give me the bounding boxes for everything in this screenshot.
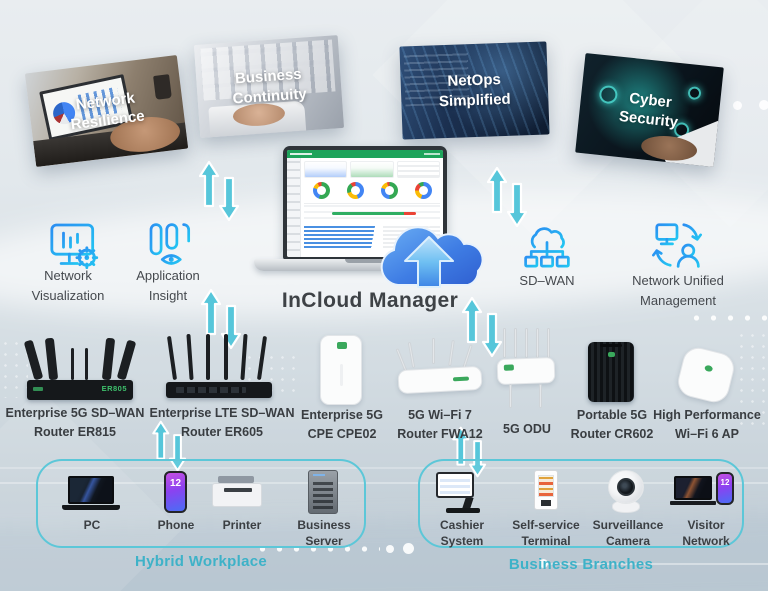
up-down-arrow-icon [452, 426, 487, 478]
sync-arrows [152, 420, 188, 477]
pc-image [54, 468, 130, 518]
visitor-network-image: 12 [668, 468, 744, 518]
printer-image [204, 468, 280, 518]
up-down-arrow-icon [486, 166, 528, 228]
group-item-visitor-network: 12 Visitor Network [668, 468, 744, 549]
dashboard-sidebar [287, 158, 301, 257]
deco-dot-grid [0, 338, 28, 398]
group-title-hybrid-workplace: Hybrid Workplace [134, 553, 268, 570]
phone-image: 12 [138, 468, 214, 518]
group-item-printer: Printer [204, 468, 280, 534]
main-title: InCloud Manager [281, 289, 459, 312]
sync-arrows [198, 160, 241, 227]
phone-screen: 12 [716, 472, 734, 505]
deco-line [545, 563, 768, 565]
bars-eye-icon [142, 218, 196, 279]
group-item-self-service-terminal: Self-service Terminal [508, 468, 584, 549]
feature-label-sd-wan: SD–WAN [519, 273, 575, 288]
deco-line [0, 482, 768, 484]
deco-line [0, 467, 768, 469]
device-er815-image: ER805 [23, 337, 137, 402]
sync-arrows [486, 166, 529, 233]
dashboard-donut-charts [304, 182, 440, 199]
donut-chart [346, 182, 364, 199]
monitor-user-sync-icon [650, 217, 704, 278]
deco-dot [539, 559, 548, 568]
deco-dot [386, 545, 394, 553]
dashboard-area-chart [350, 161, 394, 178]
group-item-surveillance-camera: Surveillance Camera [590, 468, 666, 549]
deco-dot [403, 543, 414, 554]
sync-arrows [452, 426, 488, 483]
deco-dot-grid [736, 330, 768, 426]
device-5g-odu-image [496, 328, 556, 408]
dashboard-stat-card [396, 161, 440, 178]
device-caption-5g-odu: 5G ODU [503, 422, 551, 436]
upload-cloud-icon [368, 203, 490, 293]
group-item-business-server: Business Server [286, 468, 362, 549]
group-item-phone: 12 Phone [138, 468, 214, 534]
up-down-arrow-icon [198, 160, 240, 222]
device-cpe02-image [320, 335, 362, 405]
donut-chart [312, 182, 330, 199]
up-down-arrow-icon [461, 296, 503, 358]
dashboard-header [287, 150, 443, 158]
server-image [286, 468, 362, 518]
phone-screen: 12 [164, 471, 187, 513]
deco-dot-row [254, 545, 380, 553]
up-down-arrow-icon [152, 420, 187, 472]
dashboard-table [304, 203, 440, 223]
cashier-system-image [424, 468, 500, 518]
donut-chart [380, 182, 398, 199]
device-badge: ER805 [101, 384, 127, 393]
device-cr602-image [588, 342, 634, 402]
donut-chart [414, 182, 432, 199]
group-item-pc: PC [54, 468, 130, 534]
device-er605-image [164, 333, 274, 402]
dashboard-line-chart [304, 161, 348, 178]
cloud-network-icon [519, 220, 575, 279]
group-item-cashier-system: Cashier System [424, 468, 500, 549]
dashboard-progress-bar [332, 212, 416, 215]
sync-arrows [200, 288, 243, 355]
dashboard-screen [287, 150, 443, 257]
deco-dot [733, 101, 742, 110]
up-down-arrow-icon [200, 288, 242, 350]
device-wifi6-ap-image [674, 344, 738, 406]
monitor-gear-icon [46, 218, 102, 279]
camera-image [590, 468, 666, 518]
device-fwa12-image [394, 338, 486, 400]
group-title-business-branches: Business Branches [508, 556, 654, 573]
sync-arrows [461, 296, 504, 363]
deco-dot-row [688, 314, 768, 322]
horizontal-bars [304, 226, 379, 248]
kiosk-image [508, 468, 584, 518]
deco-dot [759, 100, 768, 110]
